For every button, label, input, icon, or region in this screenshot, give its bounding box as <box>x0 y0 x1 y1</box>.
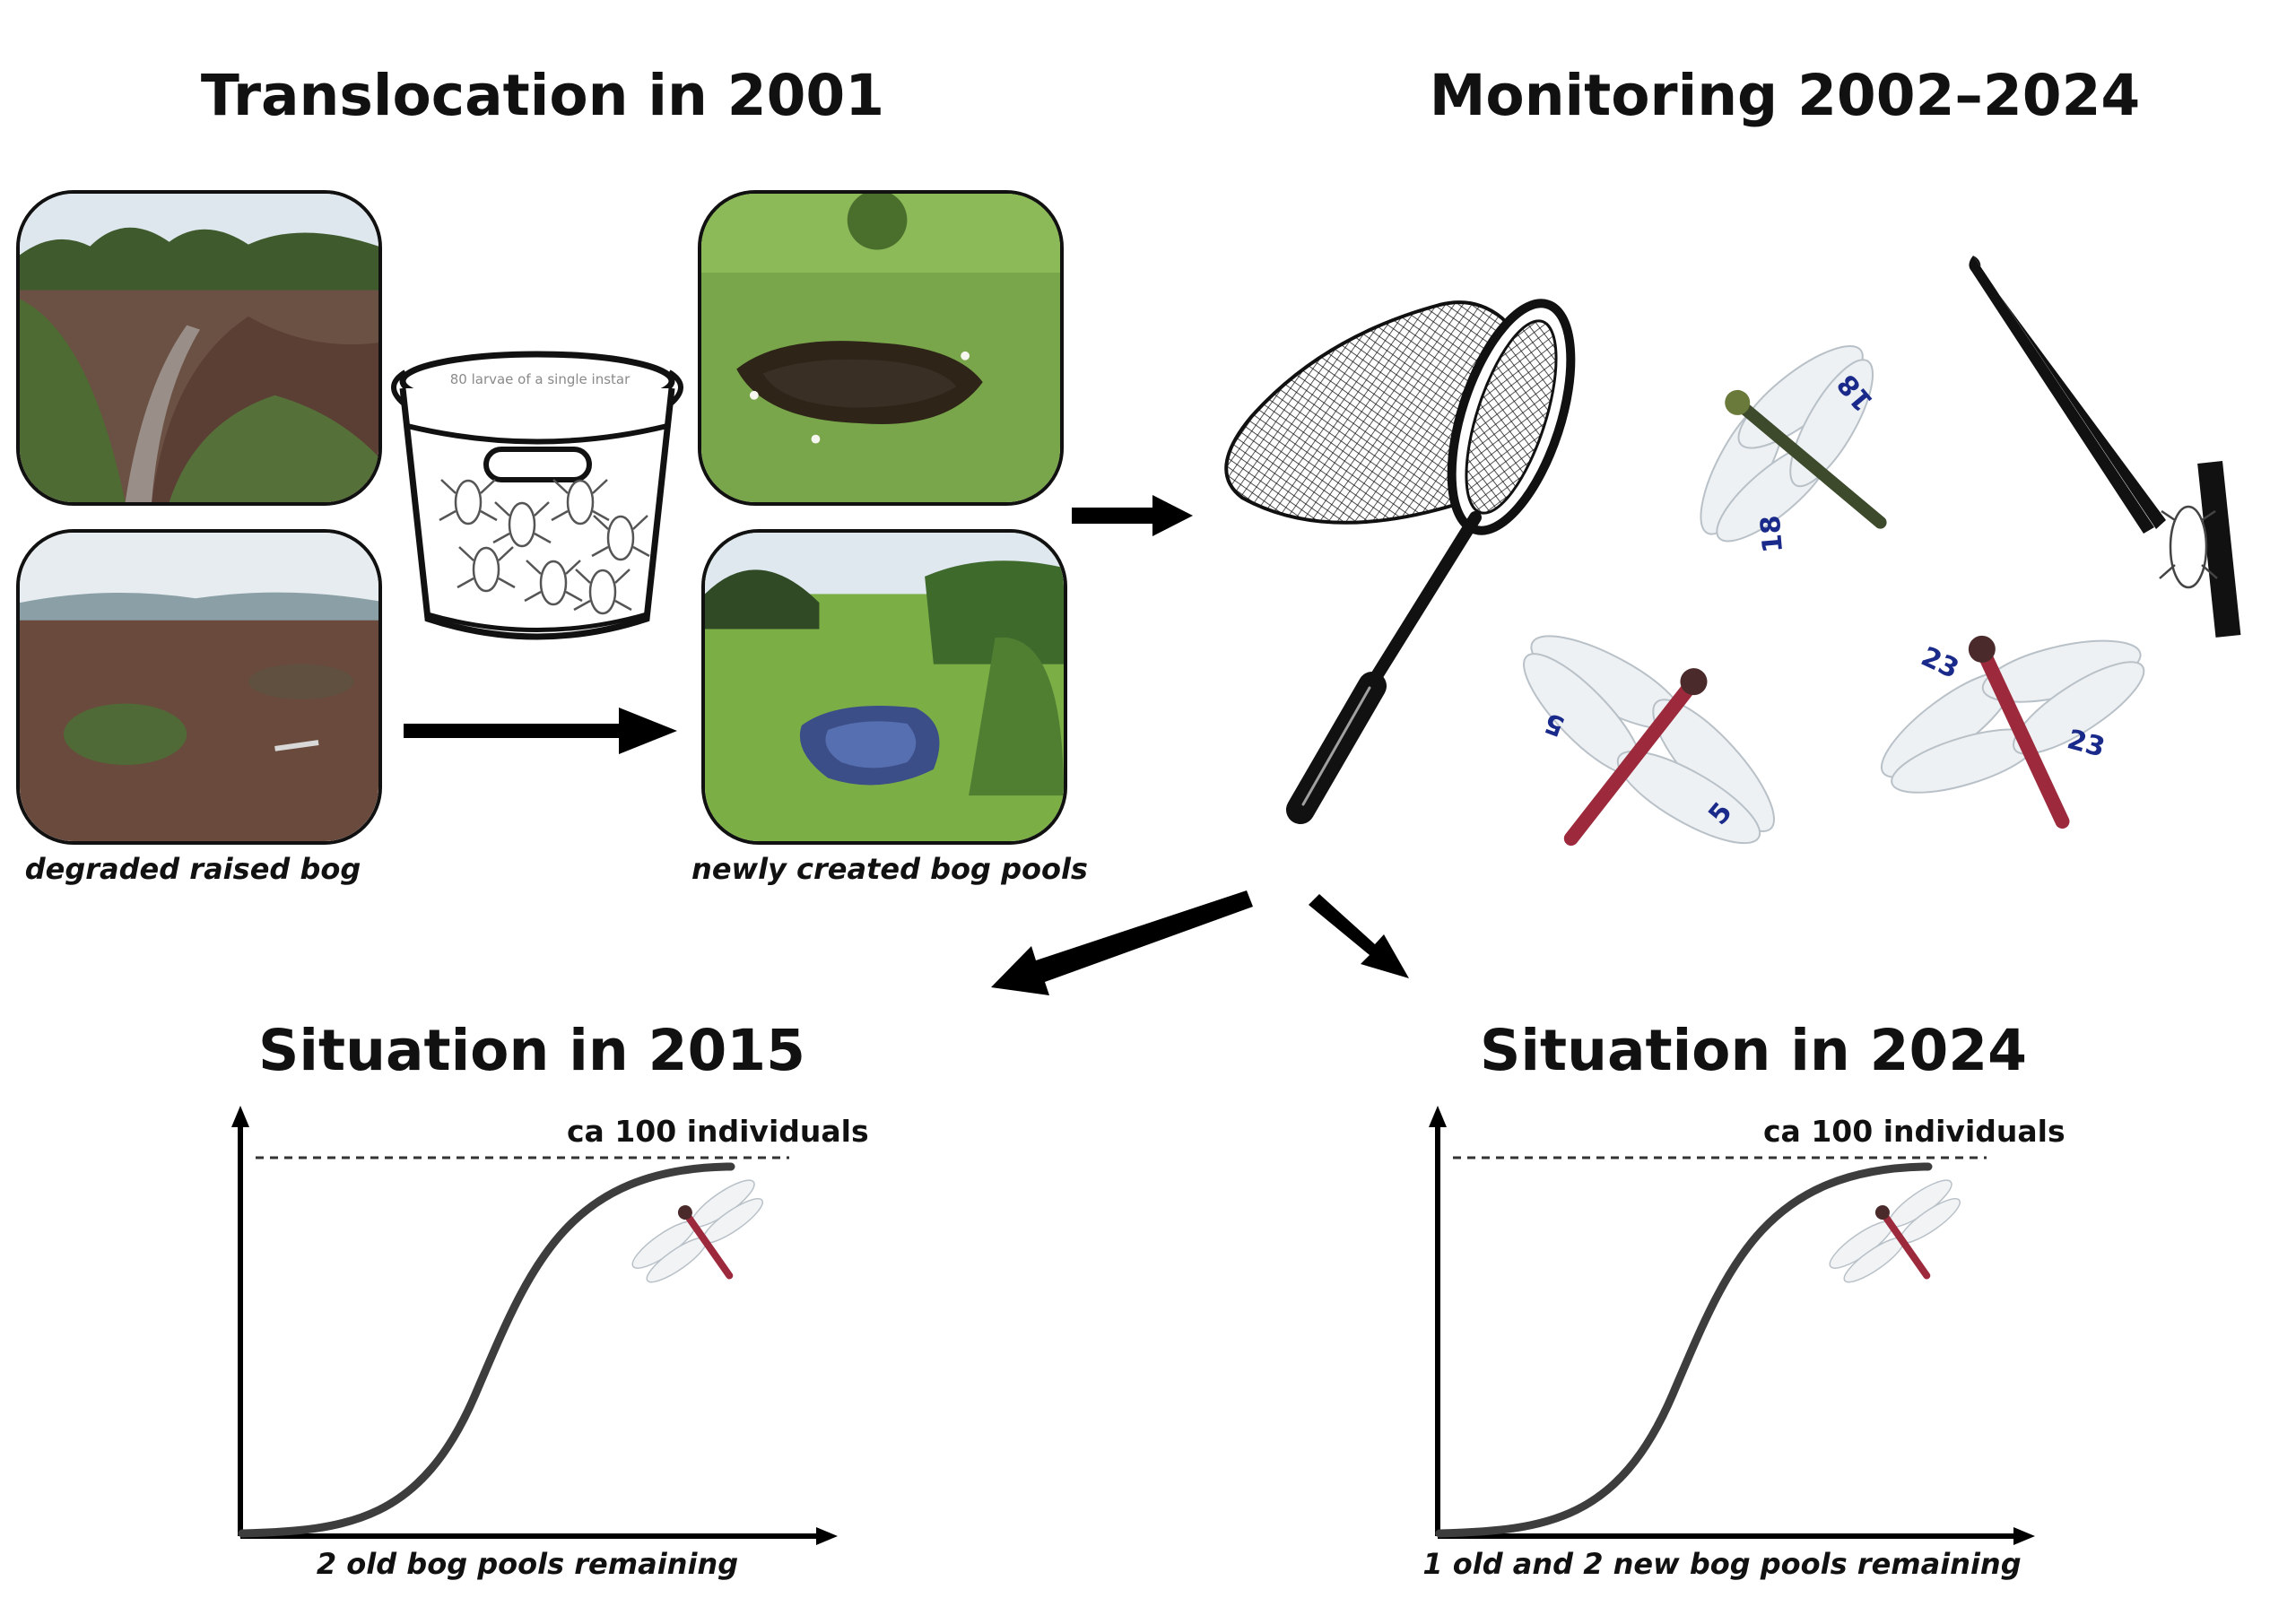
larva-icon <box>439 479 650 615</box>
dragonfly-icon <box>1880 635 2145 829</box>
x-caption-2015: 2 old bog pools remaining <box>316 1547 739 1581</box>
level-label-2024: ca 100 individuals <box>1763 1114 2066 1149</box>
arrow-icon <box>1309 894 1409 978</box>
arrow-icon <box>991 890 1253 995</box>
x-caption-2024: 1 old and 2 new bog pools remaining <box>1422 1547 2022 1581</box>
bucket-label: 80 larvae of a single instar <box>449 371 631 387</box>
caption-degraded-bog: degraded raised bog <box>24 852 361 886</box>
growth-graph-2024 <box>1429 1106 2035 1545</box>
arrow-icon <box>404 708 677 754</box>
dragonfly-icon <box>1523 635 1776 847</box>
photo-new-bog-pool-2 <box>701 529 1067 845</box>
heading-situation-2015: Situation in 2015 <box>258 1018 805 1083</box>
heading-monitoring: Monitoring 2002–2024 <box>1429 63 2141 128</box>
heading-situation-2024: Situation in 2024 <box>1480 1018 2027 1083</box>
dragonfly-icon <box>631 1179 763 1283</box>
landing-net-icon <box>1224 299 1576 824</box>
photo-new-bog-pool-1 <box>698 190 1064 506</box>
level-label-2015: ca 100 individuals <box>567 1114 869 1149</box>
growth-curve <box>1435 1162 1933 1538</box>
caption-new-bog-pools: newly created bog pools <box>691 852 1088 886</box>
photo-degraded-bog-ditch <box>16 190 382 506</box>
mark-number-18-b: 18 <box>1754 514 1790 554</box>
growth-curve <box>238 1162 735 1538</box>
photo-degraded-bog-plain <box>16 529 382 845</box>
dragonfly-icon <box>1700 344 1887 543</box>
arrow-icon <box>1072 495 1193 536</box>
growth-graph-2015 <box>231 1106 838 1545</box>
dragonfly-icon <box>1829 1179 1961 1283</box>
heading-translocation: Translocation in 2001 <box>200 63 885 128</box>
forceps-icon <box>1969 256 2241 638</box>
bucket-icon <box>391 351 683 640</box>
